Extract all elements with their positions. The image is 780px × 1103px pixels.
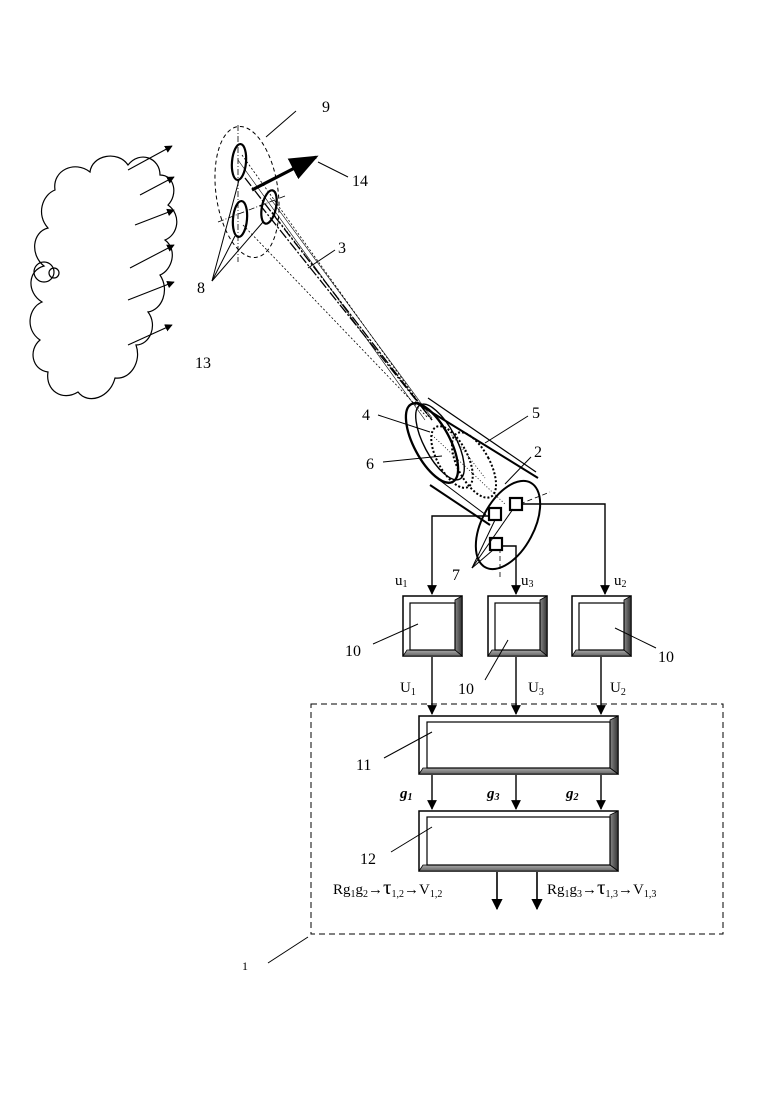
preamp-3 <box>488 596 547 656</box>
detector-2 <box>510 498 522 510</box>
label-6: 6 <box>366 456 374 473</box>
signal-u2: u2 <box>614 573 627 590</box>
formula-right: Rg1g3→τ1,3→V1,3 <box>547 875 656 900</box>
optical-instrument <box>395 396 553 580</box>
spot-bottom <box>231 200 248 237</box>
velocity-arrow <box>252 157 316 190</box>
label-10-left: 10 <box>345 643 361 660</box>
label-10-right: 10 <box>658 649 674 666</box>
front-lens-inner <box>406 397 474 486</box>
label-12: 12 <box>360 851 376 868</box>
detector-axis-line <box>520 492 550 504</box>
emission-arrows <box>128 146 174 345</box>
area-leader <box>266 111 296 137</box>
sight-ray <box>243 225 428 418</box>
label-11: 11 <box>356 757 371 774</box>
wire-u2 <box>522 504 605 594</box>
label-9: 9 <box>322 99 330 116</box>
sight-ray-axis <box>245 178 432 420</box>
detector-1 <box>489 508 501 520</box>
signal-U1: U1 <box>400 680 416 698</box>
leader-5 <box>485 416 528 443</box>
signal-u1: u1 <box>395 573 408 590</box>
sight-ray <box>242 155 428 415</box>
velocity-leader <box>318 162 348 177</box>
label-5: 5 <box>532 405 540 422</box>
signal-g3: g3 <box>486 786 500 803</box>
label-4: 4 <box>362 407 370 424</box>
cloud-circle-large <box>34 262 54 282</box>
emission-arrow <box>140 177 174 195</box>
sight-ray <box>238 160 425 420</box>
label-2: 2 <box>534 444 542 461</box>
signal-g2: g2 <box>565 786 579 803</box>
block-12 <box>419 811 618 871</box>
signal-g1: g1 <box>399 786 413 803</box>
label-14: 14 <box>352 173 368 190</box>
emission-arrow <box>128 282 174 300</box>
emission-arrow <box>128 146 172 170</box>
label-8: 8 <box>197 280 205 297</box>
emission-arrow <box>130 245 174 268</box>
preamp-1 <box>403 596 462 656</box>
emission-arrow <box>128 325 172 345</box>
signal-U3: U3 <box>528 680 544 698</box>
leader-4 <box>378 415 430 432</box>
tube-top-inner <box>428 398 536 472</box>
label-7: 7 <box>452 567 460 584</box>
sight-ray-axis <box>260 205 432 420</box>
spot-leaders <box>212 180 263 281</box>
formula-left: Rg1g2→τ1,2→V1,2 <box>333 875 442 900</box>
label-1: 1 <box>242 959 248 973</box>
signal-u3: u3 <box>521 573 534 590</box>
signal-U2: U2 <box>610 680 626 698</box>
block-11 <box>419 716 618 774</box>
label-3: 3 <box>338 240 346 257</box>
tube-bottom-inner <box>438 479 486 515</box>
label-10-middle: 10 <box>458 681 474 698</box>
sight-ray <box>270 198 432 418</box>
output-wires <box>497 872 537 909</box>
detector-plate <box>463 470 554 579</box>
detectors <box>489 498 522 550</box>
preamp-2 <box>572 596 631 656</box>
cloud-source <box>30 156 177 399</box>
unit-leader <box>268 937 308 963</box>
spot-top <box>230 143 247 180</box>
label-13: 13 <box>195 355 211 372</box>
internal-line <box>448 430 485 478</box>
preamp-blocks <box>403 596 631 656</box>
emission-arrow <box>135 210 174 225</box>
wire-u3 <box>502 546 516 594</box>
